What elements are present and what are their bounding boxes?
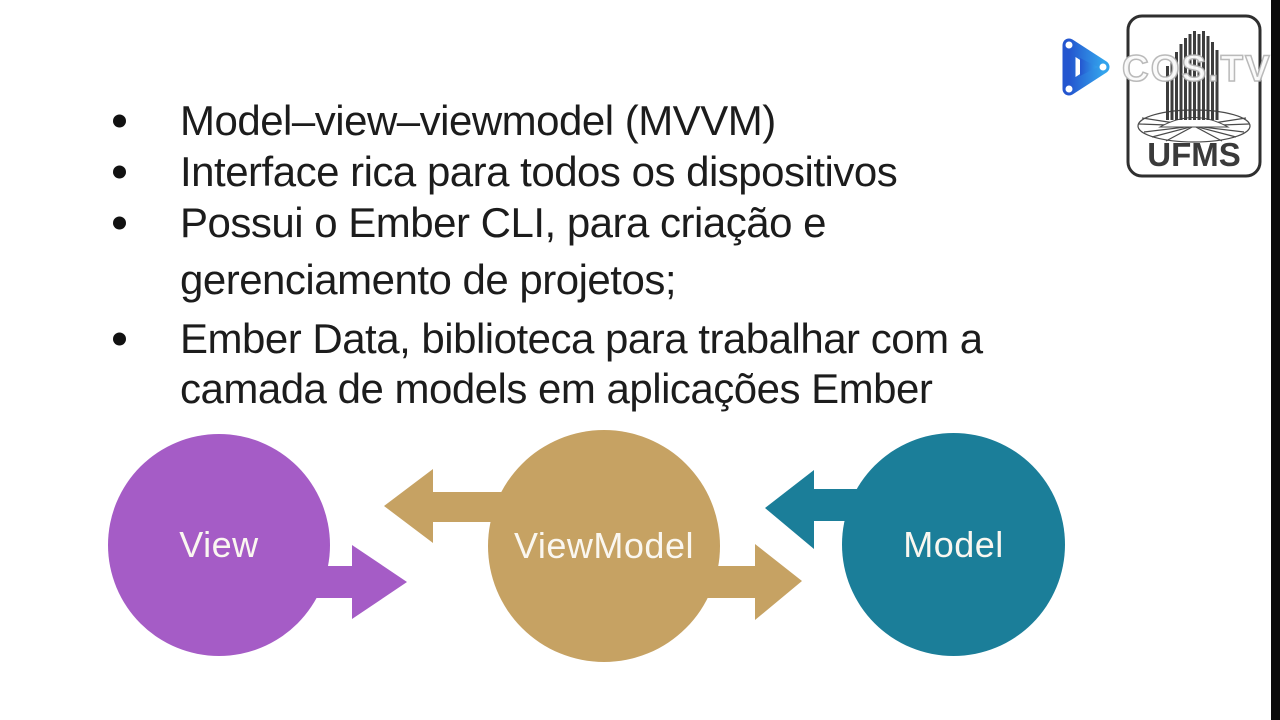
- ufms-logo-text: UFMS: [1147, 136, 1241, 173]
- ufms-monument-icon: [1166, 31, 1219, 120]
- letterbox-bar: [1271, 0, 1280, 720]
- bullet-text-ember-cli: Possui o Ember CLI, para criação e: [180, 199, 826, 246]
- bullet-text-mvvm: Model–view–viewmodel (MVVM): [180, 97, 776, 144]
- arrow-viewmodel-to-view: [384, 469, 505, 543]
- bullet-text-interface: Interface rica para todos os dispositivo…: [180, 148, 898, 195]
- diagram-node-view: View: [108, 434, 330, 656]
- node-label-viewmodel: ViewModel: [514, 525, 694, 566]
- bullet-dot: [113, 216, 126, 230]
- bullet-text-ember-data-cont: camada de models em aplicações Ember: [180, 365, 933, 412]
- bullet-text-ember-data: Ember Data, biblioteca para trabalhar co…: [180, 315, 983, 362]
- cos-tv-watermark: COS.TV: [1121, 47, 1272, 90]
- bullet-dot: [113, 165, 126, 179]
- bullet-dot: [113, 332, 126, 346]
- play-icon: [1062, 38, 1110, 96]
- node-label-view: View: [179, 524, 259, 565]
- node-label-model: Model: [903, 523, 1004, 565]
- bullet-dot: [113, 114, 126, 128]
- ufms-logo: UFMS: [1126, 14, 1262, 178]
- diagram-node-viewmodel: ViewModel: [488, 430, 720, 662]
- bullet-text-ember-cli-cont: gerenciamento de projetos;: [180, 256, 676, 303]
- diagram-node-model: Model: [842, 433, 1065, 656]
